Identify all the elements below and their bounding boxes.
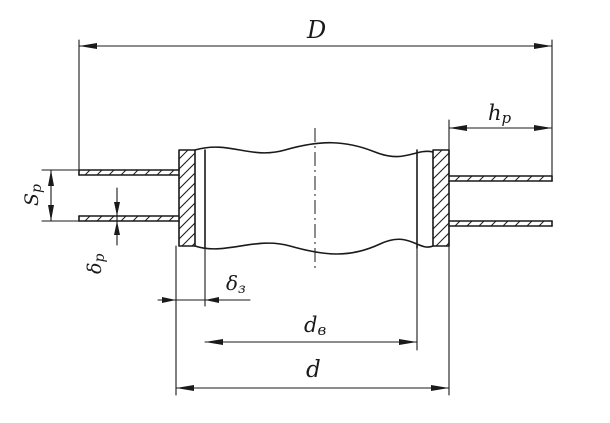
arrow-hp-left	[449, 125, 467, 131]
label-d-b: dв	[304, 313, 326, 339]
arrow-d-left	[176, 385, 194, 391]
dimension-D: D	[78, 16, 553, 177]
arrow-delta-3-right	[205, 297, 219, 303]
arrow-sp-top	[48, 170, 54, 186]
dimension-d-b: dв	[204, 247, 418, 351]
dimension-delta-p: δp	[84, 187, 120, 274]
arrow-D-left	[79, 43, 97, 49]
right-fin	[448, 175, 553, 227]
arrow-sp-bottom	[48, 205, 54, 221]
arrow-delta-p-top	[114, 202, 120, 216]
arrow-d-b-right	[399, 339, 417, 345]
arrow-d-right	[431, 385, 449, 391]
dimension-hp: hp	[448, 101, 553, 177]
pipe-body	[194, 128, 434, 268]
arrow-delta-3-left	[162, 297, 176, 303]
label-d: d	[306, 357, 321, 383]
dimension-sp: Sp	[21, 169, 80, 222]
right-flange	[416, 149, 450, 249]
dimension-d: d	[175, 225, 450, 396]
label-delta-p: δp	[84, 254, 108, 274]
label-delta-3: δз	[226, 271, 246, 297]
left-fin	[78, 169, 180, 222]
label-D: D	[306, 16, 326, 44]
arrow-delta-p-bottom	[114, 221, 120, 235]
arrow-d-b-left	[205, 339, 223, 345]
label-hp: hp	[488, 101, 512, 127]
dimension-delta-3: δз	[157, 245, 251, 307]
arrow-hp-right	[534, 125, 552, 131]
label-sp: Sp	[21, 184, 45, 206]
left-flange	[178, 149, 206, 249]
arrow-D-right	[534, 43, 552, 49]
